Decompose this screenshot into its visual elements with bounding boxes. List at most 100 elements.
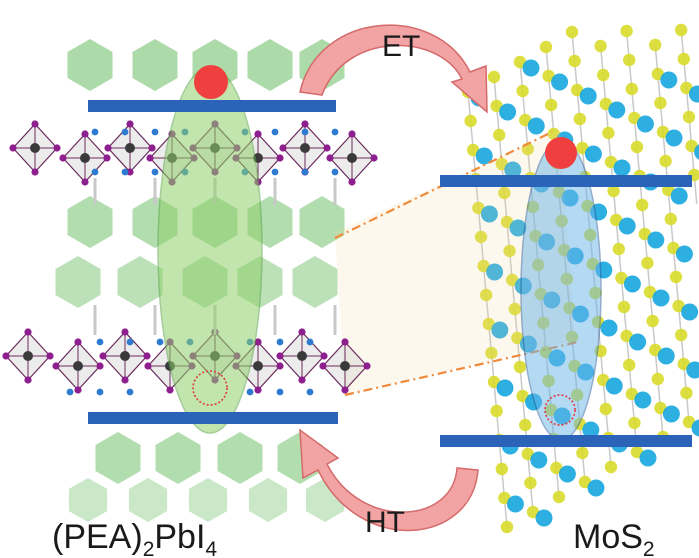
pea-hexagon <box>67 196 113 248</box>
nitrogen-atom <box>156 338 164 346</box>
molybdenum-atom <box>605 377 623 395</box>
iodide-atom <box>31 120 39 128</box>
iodide-atom <box>301 120 309 128</box>
molybdenum-atom <box>504 161 522 179</box>
iodide-atom <box>143 352 151 360</box>
iodide-atom <box>148 144 156 152</box>
iodide-atom <box>298 328 306 336</box>
iodide-atom <box>74 386 82 394</box>
nitrogen-atom <box>121 128 129 136</box>
molybdenum-atom <box>634 391 652 409</box>
molybdenum-atom <box>486 263 504 281</box>
sulfur-atom <box>597 68 610 82</box>
molybdenum-atom <box>681 303 699 321</box>
perovskite-material-label: (PEA)2PbI4 <box>52 518 217 558</box>
sulfur-atom <box>513 360 527 374</box>
sulfur-atom <box>480 288 493 302</box>
sulfur-atom <box>516 84 529 98</box>
sulfur-atom <box>636 198 649 212</box>
nitrogen-atom <box>91 168 99 176</box>
molybdenum-atom <box>629 333 647 351</box>
lead-atom <box>347 153 357 163</box>
nitrogen-atom <box>331 128 339 136</box>
nitrogen-atom <box>306 388 314 396</box>
iodide-atom <box>74 338 82 346</box>
molybdenum-atom <box>670 187 688 205</box>
sulfur-atom <box>675 23 688 37</box>
exciton-perovskite <box>157 66 263 434</box>
molybdenum-atom <box>509 219 527 237</box>
sulfur-atom <box>490 404 503 418</box>
sulfur-atom <box>625 82 638 96</box>
sulfur-atom <box>682 110 696 124</box>
iodide-atom <box>319 362 327 370</box>
pea-hexagon <box>188 478 228 522</box>
iodide-atom <box>126 168 134 176</box>
iodide-atom <box>326 154 334 162</box>
et-label: ET <box>382 30 420 63</box>
iodide-atom <box>363 362 371 370</box>
mos2-subscript: 2 <box>643 538 655 558</box>
molybdenum-atom <box>652 289 670 307</box>
molybdenum-atom <box>551 73 569 91</box>
molybdenum-atom <box>675 245 693 263</box>
ht-label: HT <box>365 506 405 539</box>
iodide-atom <box>96 362 104 370</box>
nitrogen-atom <box>96 388 104 396</box>
molybdenum-atom <box>506 495 524 513</box>
perovskite-subscript: 2 <box>143 538 155 558</box>
sulfur-atom <box>602 126 615 140</box>
sulfur-atom <box>498 186 511 200</box>
iodide-atom <box>126 120 134 128</box>
iodide-atom <box>103 154 111 162</box>
nitrogen-atom <box>276 388 284 396</box>
perovskite-subscript: 4 <box>205 538 217 558</box>
iodide-atom <box>279 144 287 152</box>
perovskite-valence-band <box>88 412 338 424</box>
nitrogen-atom <box>331 168 339 176</box>
molybdenum-atom <box>639 449 657 467</box>
molybdenum-atom <box>582 421 600 439</box>
perovskite-formula-part: PbI <box>154 518 205 556</box>
nitrogen-atom <box>271 128 279 136</box>
sulfur-atom <box>651 372 664 386</box>
sulfur-atom <box>524 476 537 490</box>
molybdenum-atom <box>491 321 509 339</box>
iodide-atom <box>59 154 67 162</box>
sulfur-atom <box>649 38 662 52</box>
molybdenum-atom <box>618 217 636 235</box>
pea-hexagon <box>132 39 178 91</box>
molybdenum-atom <box>665 129 683 147</box>
pea-hexagon <box>247 39 293 91</box>
electron-icon <box>545 137 577 169</box>
nitrogen-atom <box>276 338 284 346</box>
iodide-atom <box>99 352 107 360</box>
nitrogen-atom <box>301 128 309 136</box>
molybdenum-atom <box>587 479 605 497</box>
nitrogen-atom <box>301 168 309 176</box>
lead-atom <box>253 361 263 371</box>
sulfur-atom <box>493 128 506 142</box>
iodide-atom <box>276 362 284 370</box>
sulfur-atom <box>552 490 566 504</box>
molybdenum-atom <box>623 275 641 293</box>
molybdenum-atom <box>613 159 631 177</box>
sulfur-atom <box>620 24 633 38</box>
sulfur-atom <box>573 112 586 126</box>
molybdenum-atom <box>584 145 602 163</box>
lead-atom <box>30 143 40 153</box>
sulfur-atom <box>669 270 683 284</box>
iodide-atom <box>348 130 356 138</box>
iodide-atom <box>31 168 39 176</box>
iodide-atom <box>24 328 32 336</box>
iodide-atom <box>121 328 129 336</box>
molybdenum-atom <box>522 59 540 77</box>
sulfur-atom <box>576 446 589 460</box>
molybdenum-atom <box>647 231 665 249</box>
sulfur-atom <box>675 328 688 342</box>
sulfur-atom <box>612 242 625 256</box>
iodide-atom <box>370 154 378 162</box>
interlayer-transfer-region <box>335 130 575 395</box>
sulfur-atom <box>508 302 521 316</box>
